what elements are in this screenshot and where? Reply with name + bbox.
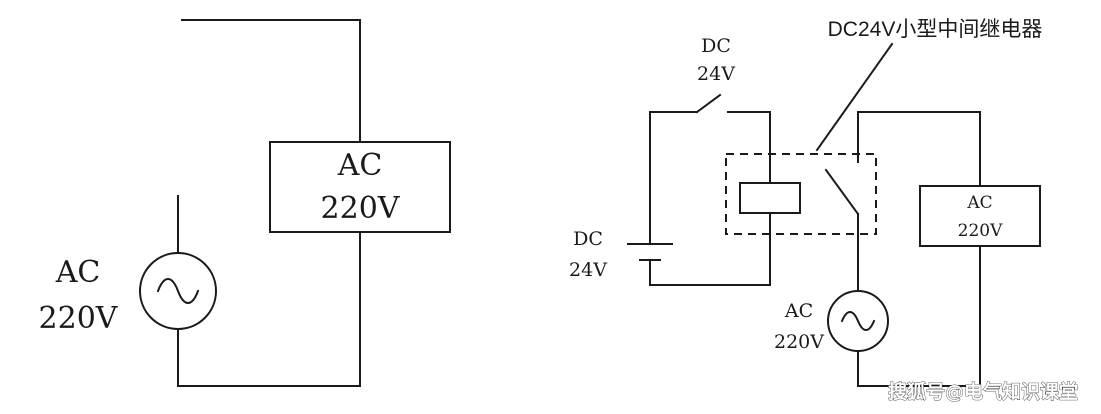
right-circuit: DC 24V DC 24V DC24V小型中间继电器 AC 220V AC 2 (569, 18, 1043, 387)
right-load-box (919, 185, 1041, 247)
dc-loop-wire-right (727, 111, 771, 184)
callout-leader (815, 42, 894, 152)
relay-callout-label: DC24V小型中间继电器 (828, 18, 1043, 41)
right-source-label-line2: 220V (774, 331, 824, 353)
left-source-label-line1: AC (55, 255, 101, 290)
battery-label-line1: DC (573, 228, 603, 250)
right-source-label-line1: AC (784, 300, 813, 322)
left-wire-top (181, 19, 361, 143)
relay-enclosure (725, 153, 877, 235)
right-load-label-line1: AC (966, 193, 992, 213)
relay-contact-icon (824, 111, 860, 216)
left-source-label-line2: 220V (39, 301, 119, 336)
right-load-label-line2: 220V (958, 221, 1003, 241)
switch-label-line1: DC (701, 35, 731, 57)
dc-loop-wire-bottom (649, 212, 771, 286)
left-wire-bottom (177, 231, 361, 387)
left-load-label-line1: AC (337, 148, 383, 183)
left-circuit: AC 220V AC 220V (39, 19, 451, 387)
ac-loop-wire-bottom (857, 245, 981, 387)
left-load-box (269, 141, 451, 233)
ac-source-icon (827, 290, 889, 352)
battery-icon (627, 243, 673, 261)
ac-source-icon (139, 252, 217, 330)
battery-label-line2: 24V (569, 259, 607, 281)
left-load-label-line2: 220V (321, 191, 401, 226)
ac-loop-wire-top (857, 111, 981, 187)
switch-label-line2: 24V (697, 63, 735, 85)
relay-coil-icon (739, 182, 801, 214)
switch-icon (695, 93, 722, 114)
watermark: 搜狐号@电气知识课堂 (888, 380, 1078, 403)
dc-loop-wire (649, 111, 698, 245)
